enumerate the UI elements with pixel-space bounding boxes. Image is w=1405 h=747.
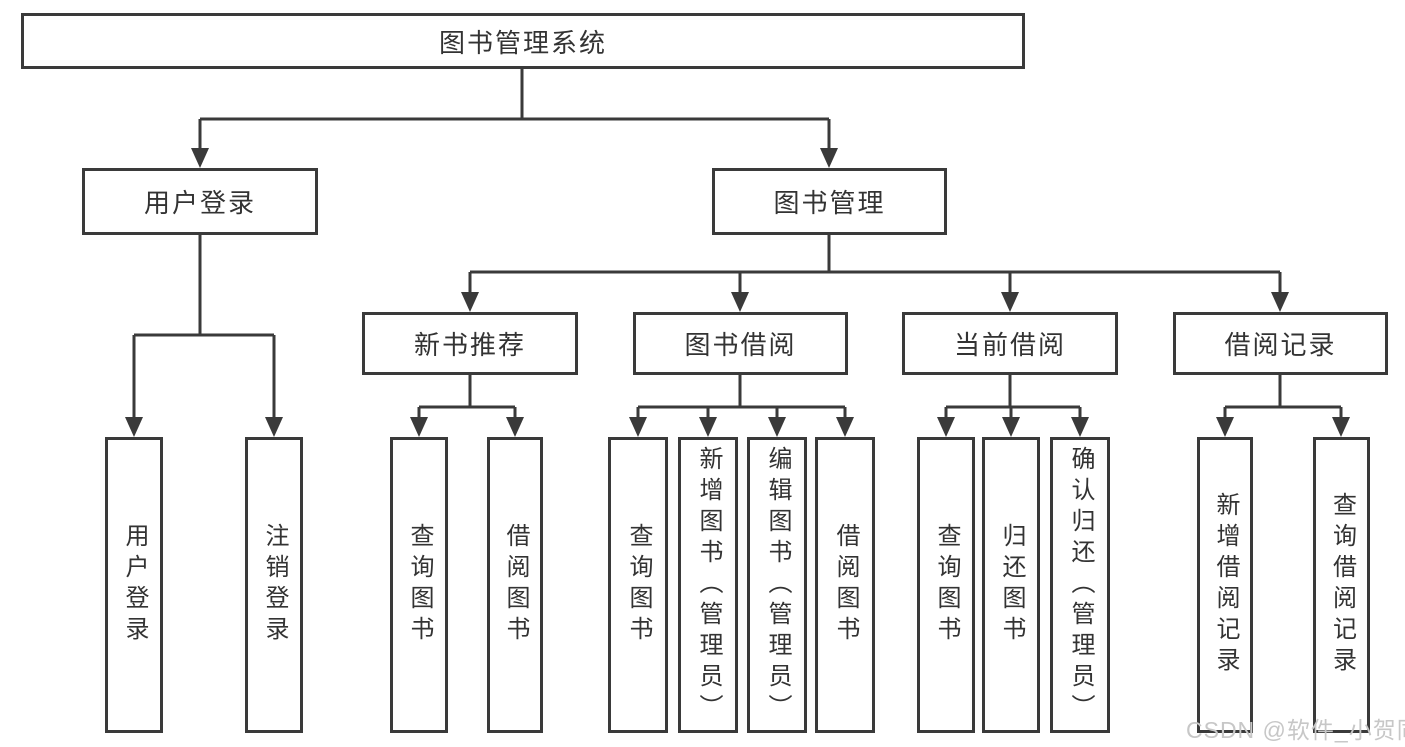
node-leaf-user-login: 用户登录 bbox=[105, 437, 163, 733]
node-label: 新增借阅记录 bbox=[1212, 492, 1239, 678]
node-label: 归还图书 bbox=[998, 523, 1025, 647]
node-label: 用户登录 bbox=[121, 523, 148, 647]
node-leaf-query-books-recommend: 查询图书 bbox=[390, 437, 448, 733]
arrowhead-icon bbox=[1002, 417, 1020, 437]
arrowhead-icon bbox=[768, 417, 786, 437]
arrowhead-icon bbox=[265, 417, 283, 437]
node-label: 确认归还（管理员） bbox=[1067, 445, 1094, 725]
connector-current-borrow-children bbox=[937, 375, 1089, 437]
connector-root-to-level2 bbox=[191, 69, 838, 168]
node-leaf-query-borrow-record: 查询借阅记录 bbox=[1313, 437, 1370, 733]
node-leaf-query-books-borrow: 查询图书 bbox=[608, 437, 668, 733]
node-leaf-confirm-return-admin: 确认归还（管理员） bbox=[1050, 437, 1110, 733]
arrowhead-icon bbox=[937, 417, 955, 437]
connector-borrow-records-children bbox=[1216, 375, 1350, 437]
connector-book-management-children bbox=[461, 235, 1289, 312]
arrowhead-icon bbox=[1332, 417, 1350, 437]
node-book-management: 图书管理 bbox=[712, 168, 947, 235]
node-leaf-borrow-books-borrow: 借阅图书 bbox=[815, 437, 875, 733]
arrowhead-icon bbox=[1001, 292, 1019, 312]
arrowhead-icon bbox=[699, 417, 717, 437]
node-label: 新增图书（管理员） bbox=[695, 445, 722, 725]
node-leaf-add-books-admin: 新增图书（管理员） bbox=[678, 437, 738, 733]
node-label: 图书借阅 bbox=[684, 330, 797, 360]
csdn-watermark: CSDN @软件_小贺同学 bbox=[1186, 717, 1405, 743]
node-label: 查询图书 bbox=[933, 523, 960, 647]
node-label: 当前借阅 bbox=[953, 330, 1066, 360]
node-label: 注销登录 bbox=[261, 523, 288, 647]
node-new-book-recommend: 新书推荐 bbox=[362, 312, 578, 375]
node-label: 查询图书 bbox=[406, 523, 433, 647]
node-label: 借阅图书 bbox=[832, 523, 859, 647]
node-label: 编辑图书（管理员） bbox=[764, 445, 791, 725]
connector-user-login-children bbox=[125, 235, 283, 437]
node-label: 图书管理系统 bbox=[438, 27, 607, 58]
node-label: 查询图书 bbox=[625, 523, 652, 647]
arrowhead-icon bbox=[191, 148, 209, 168]
node-leaf-return-books: 归还图书 bbox=[982, 437, 1040, 733]
node-label: 图书管理 bbox=[773, 188, 886, 218]
node-leaf-borrow-books-recommend: 借阅图书 bbox=[487, 437, 543, 733]
arrowhead-icon bbox=[506, 417, 524, 437]
node-borrow-records: 借阅记录 bbox=[1173, 312, 1388, 375]
node-root-library-system: 图书管理系统 bbox=[21, 13, 1025, 69]
arrowhead-icon bbox=[1271, 292, 1289, 312]
node-current-borrow: 当前借阅 bbox=[902, 312, 1118, 375]
connector-book-borrow-children bbox=[629, 375, 854, 437]
node-label: 查询借阅记录 bbox=[1328, 492, 1356, 678]
node-leaf-edit-books-admin: 编辑图书（管理员） bbox=[747, 437, 807, 733]
node-label: 用户登录 bbox=[143, 188, 256, 218]
connector-new-book-recommend-children bbox=[410, 375, 524, 437]
arrowhead-icon bbox=[820, 148, 838, 168]
arrowhead-icon bbox=[629, 417, 647, 437]
arrowhead-icon bbox=[731, 292, 749, 312]
node-book-borrow: 图书借阅 bbox=[633, 312, 848, 375]
node-leaf-logout: 注销登录 bbox=[245, 437, 303, 733]
arrowhead-icon bbox=[410, 417, 428, 437]
node-label: 借阅记录 bbox=[1224, 330, 1337, 360]
arrowhead-icon bbox=[461, 292, 479, 312]
node-user-login: 用户登录 bbox=[82, 168, 318, 235]
arrowhead-icon bbox=[836, 417, 854, 437]
arrowhead-icon bbox=[1071, 417, 1089, 437]
node-label: 借阅图书 bbox=[502, 523, 529, 647]
node-label: 新书推荐 bbox=[413, 330, 526, 360]
node-leaf-query-books-current: 查询图书 bbox=[917, 437, 975, 733]
node-leaf-add-borrow-record: 新增借阅记录 bbox=[1197, 437, 1253, 733]
arrowhead-icon bbox=[125, 417, 143, 437]
arrowhead-icon bbox=[1216, 417, 1234, 437]
